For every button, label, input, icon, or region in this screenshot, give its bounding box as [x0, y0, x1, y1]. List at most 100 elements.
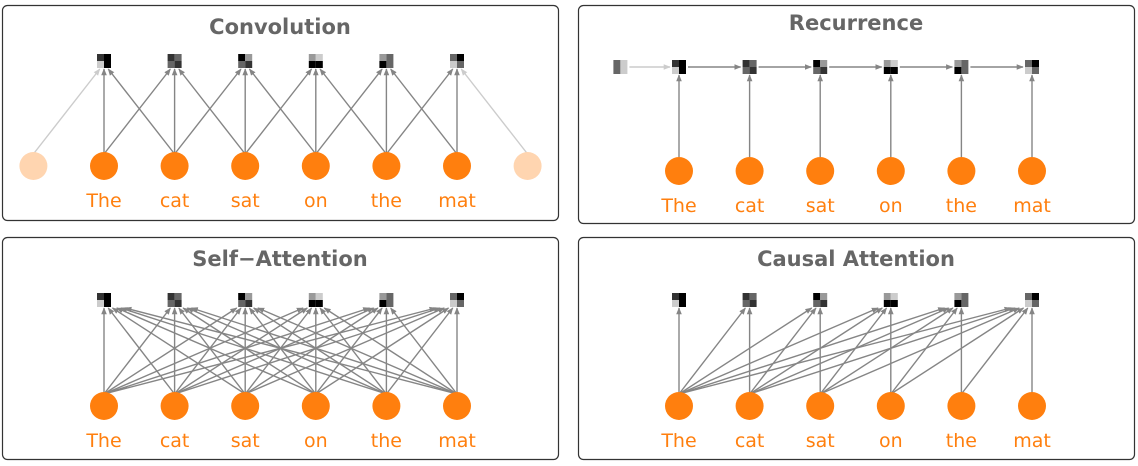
matrix-cell: [97, 300, 104, 307]
token-word: The: [660, 195, 696, 217]
matrix-cell: [679, 60, 686, 67]
hidden-state-matrix: [813, 60, 828, 74]
hidden-state-matrix: [238, 293, 253, 307]
matrix-cell: [1025, 300, 1032, 307]
matrix-cell: [104, 61, 111, 68]
connection-arrow: [319, 68, 387, 155]
connection-arrow: [890, 307, 1025, 395]
token-node: [806, 392, 835, 420]
token-word: the: [946, 430, 977, 452]
connection-arrow: [244, 307, 445, 395]
token-node: [160, 152, 189, 180]
connection-arrow: [103, 68, 171, 155]
panel-title: Causal Attention: [757, 247, 955, 271]
matrix-cell: [1032, 293, 1039, 300]
matrix-cell: [104, 54, 111, 61]
connection-arrow: [678, 306, 1012, 395]
connection-arrow: [124, 306, 458, 395]
token-word: on: [304, 190, 328, 212]
matrix-cell: [308, 300, 316, 307]
matrix-cell: [308, 61, 316, 68]
connections: [32, 68, 529, 155]
connection-arrow: [107, 68, 176, 155]
matrix-cell: [97, 61, 104, 68]
matrix-cell: [954, 293, 962, 300]
token-word: mat: [1013, 430, 1051, 452]
matrix-cell: [954, 67, 962, 74]
hidden-state-matrix: [954, 60, 969, 74]
token-node: [947, 157, 976, 185]
connection-arrow: [749, 307, 1016, 395]
connection-arrow: [120, 307, 387, 395]
matrix-cell: [813, 67, 821, 74]
hidden-state-matrix: [379, 293, 394, 307]
connection-arrow: [103, 307, 171, 395]
padding-token-left: [19, 152, 48, 180]
hidden-state-matrix: [450, 54, 464, 68]
matrix-cell: [379, 293, 387, 300]
hidden-state-matrix: [379, 54, 394, 68]
connection-arrow: [178, 68, 246, 155]
matrix-cell: [679, 300, 686, 307]
panel-title: Recurrence: [789, 11, 923, 35]
token-node: [665, 392, 693, 420]
connection-arrow: [960, 307, 1029, 395]
matrix-cell: [672, 293, 679, 300]
panel-title: Self−Attention: [192, 247, 367, 271]
connection-arrow: [315, 307, 383, 395]
connection-arrow: [315, 307, 450, 395]
connections: [101, 306, 460, 395]
matrix-cell: [386, 61, 394, 68]
connection-arrow: [107, 307, 176, 395]
hidden-state-matrix: [308, 54, 323, 68]
token-word: on: [879, 195, 903, 217]
matrix-cell: [1025, 60, 1032, 67]
matrix-cell: [890, 293, 898, 300]
matrix-cell: [97, 54, 104, 61]
connection-arrow: [248, 68, 317, 155]
connection-arrow: [244, 307, 379, 395]
token-node: [443, 152, 471, 180]
matrix-cell: [742, 300, 750, 307]
connection-arrow: [385, 307, 454, 395]
connection-arrow: [103, 306, 437, 395]
matrix-cell: [386, 300, 394, 307]
hidden-state-matrix: [97, 54, 111, 68]
matrix-cell: [308, 54, 316, 61]
matrix-cell: [450, 61, 457, 68]
matrix-cell: [457, 293, 464, 300]
matrix-cell: [315, 293, 323, 300]
connection-arrow: [103, 307, 238, 395]
matrix-cell: [1032, 67, 1039, 74]
token-word: on: [879, 430, 903, 452]
matrix-cell: [308, 293, 316, 300]
matrix-cell: [104, 300, 111, 307]
connection-arrow: [257, 307, 458, 395]
token-word: mat: [438, 430, 476, 452]
matrix-cell: [174, 300, 182, 307]
connection-arrow: [174, 68, 242, 155]
token-node: [231, 392, 260, 420]
connection-arrow: [103, 307, 304, 395]
matrix-cell: [679, 293, 686, 300]
token-word: cat: [735, 195, 765, 217]
hidden-state-matrix: [238, 54, 253, 68]
matrix-cell: [97, 293, 104, 300]
connection-arrow: [390, 68, 458, 155]
token-word: sat: [231, 190, 260, 212]
panel-title: Convolution: [209, 15, 351, 39]
matrix-cell: [672, 67, 679, 74]
connection-arrow: [460, 68, 529, 155]
token-node: [90, 152, 118, 180]
connection-arrow: [182, 307, 317, 395]
matrix-cell: [245, 293, 253, 300]
matrix-cell: [238, 61, 246, 68]
matrix-cell: [820, 293, 828, 300]
matrix-cell: [954, 300, 962, 307]
hidden-state-matrix: [167, 293, 182, 307]
matrix-cell: [820, 300, 828, 307]
matrix-cell: [457, 54, 464, 61]
